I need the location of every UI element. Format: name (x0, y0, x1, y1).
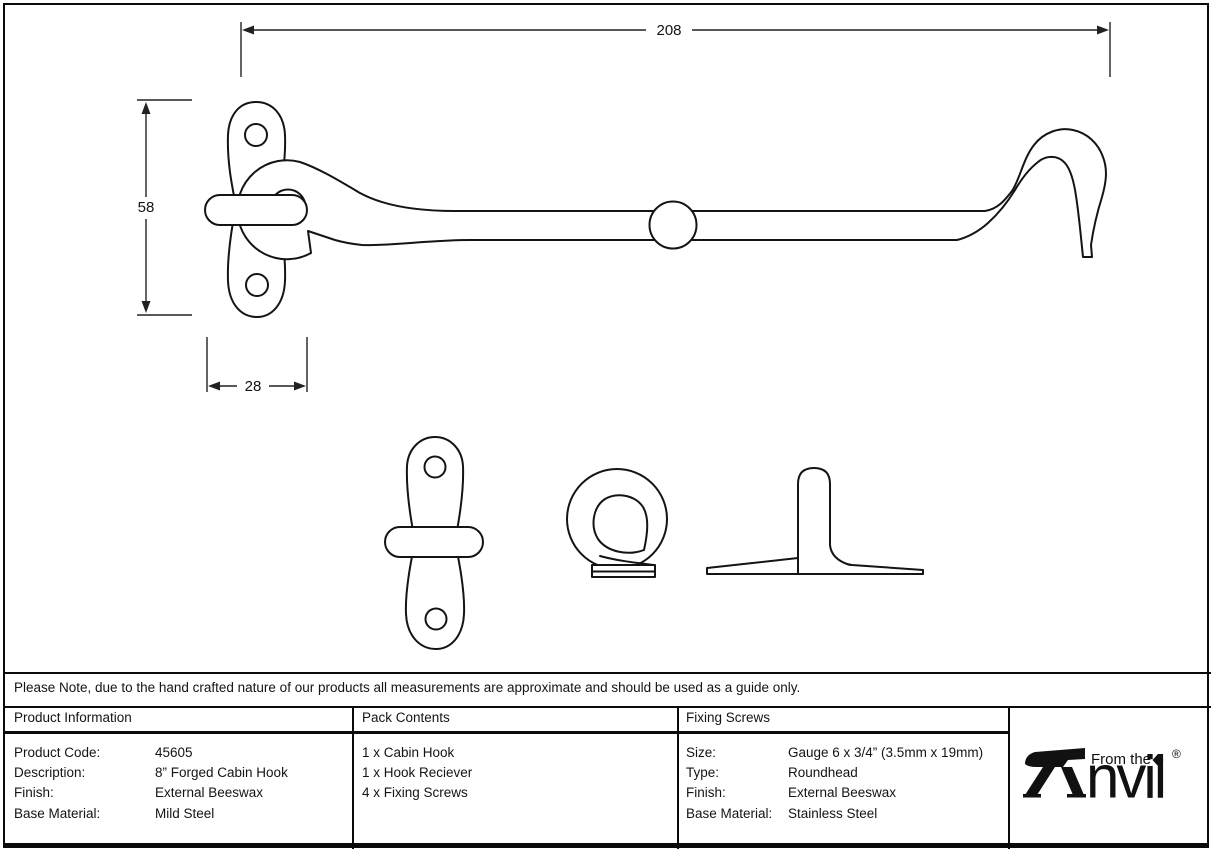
screw-type-row: Type: Roundhead (686, 762, 1006, 782)
screw-size-value: Gauge 6 x 3/4” (3.5mm x 19mm) (788, 744, 984, 760)
brand-name-suffix: nvil (1086, 744, 1164, 806)
base-material-value: Mild Steel (155, 805, 215, 821)
base-material-row: Base Material: Mild Steel (14, 803, 344, 823)
cabin-hook-technical-drawing: 208 58 28 (137, 22, 1111, 650)
screw-hole-top (244, 123, 268, 147)
screw-finish-value: External Beeswax (788, 785, 897, 801)
product-code-value: 45605 (155, 744, 193, 760)
hook-receiver-eye-view (566, 468, 668, 578)
description-label: Description: (14, 765, 86, 781)
screw-base-material-value: Stainless Steel (788, 805, 878, 821)
fixing-screws-header: Fixing Screws (686, 710, 771, 725)
pack-item: 4 x Fixing Screws (362, 785, 468, 801)
screw-type-value: Roundhead (788, 765, 858, 781)
pack-contents-header: Pack Contents (362, 710, 450, 725)
pivot-pin (204, 194, 308, 226)
pack-contents-body: 1 x Cabin Hook 1 x Hook Reciever 4 x Fix… (362, 742, 662, 803)
pack-item: 1 x Cabin Hook (362, 744, 455, 760)
screw-hole-bottom (424, 607, 448, 631)
anvil-a-right-leg (1061, 767, 1084, 795)
dimension-arrows (141, 25, 1109, 391)
screw-type-label: Type: (686, 765, 720, 781)
fixing-screws-body: Size: Gauge 6 x 3/4” (3.5mm x 19mm) Type… (686, 742, 1006, 824)
brand-tagline: From the (1091, 751, 1151, 768)
note-top-rule (3, 672, 1211, 674)
description-value: 8” Forged Cabin Hook (155, 765, 288, 781)
product-code-row: Product Code: 45605 (14, 742, 344, 762)
screw-base-material-row: Base Material: Stainless Steel (686, 803, 1006, 823)
measurement-note: Please Note, due to the hand crafted nat… (14, 680, 801, 695)
product-info-header: Product Information (14, 710, 132, 725)
hook-receiver-side-view (706, 467, 924, 575)
screw-hole-bottom (245, 273, 269, 297)
product-code-label: Product Code: (14, 744, 101, 760)
eye-loop-hole (592, 494, 649, 554)
product-info-body: Product Code: 45605 Description: 8” Forg… (14, 742, 344, 824)
rod-ball-detail (648, 200, 698, 250)
screw-hole-top (423, 455, 447, 479)
keeper-plate-front-view (384, 436, 484, 650)
diamond-icon (1152, 754, 1164, 766)
table-top-rule (3, 706, 1211, 708)
divider-2 (677, 706, 679, 849)
hook-rod (236, 128, 1107, 261)
divider-1 (352, 706, 354, 849)
finish-value: External Beeswax (155, 785, 264, 801)
cabin-hook-main-view (204, 101, 1107, 318)
finish-row: Finish: External Beeswax (14, 783, 344, 803)
screw-base-material-label: Base Material: (686, 805, 773, 821)
anvil-icon (1025, 748, 1085, 767)
header-bottom-rule (3, 731, 1008, 734)
dimension-length-label: 208 (656, 22, 681, 39)
loop-overlap-line (599, 555, 655, 566)
anvil-a-left-leg (1025, 767, 1055, 795)
description-row: Description: 8” Forged Cabin Hook (14, 762, 344, 782)
dimension-width-label: 28 (245, 378, 262, 395)
pivot-pin (384, 526, 484, 558)
receiver-post (797, 467, 851, 574)
screw-finish-row: Finish: External Beeswax (686, 783, 1006, 803)
divider-3 (1008, 706, 1010, 849)
screw-size-row: Size: Gauge 6 x 3/4” (3.5mm x 19mm) (686, 742, 1006, 762)
screw-finish-label: Finish: (686, 785, 726, 801)
dimension-height-label: 58 (138, 199, 155, 216)
registered-trademark-icon: ® (1172, 747, 1181, 761)
finish-label: Finish: (14, 785, 54, 801)
base-material-label: Base Material: (14, 805, 101, 821)
screw-size-label: Size: (686, 744, 717, 760)
pack-item: 1 x Hook Reciever (362, 765, 473, 781)
page-border (3, 3, 1209, 848)
dimension-lines (137, 22, 1111, 392)
anvil-logo-icon: nvil From the ® (1023, 744, 1181, 811)
from-the-anvil-logo: nvil From the ® (1022, 744, 1202, 811)
